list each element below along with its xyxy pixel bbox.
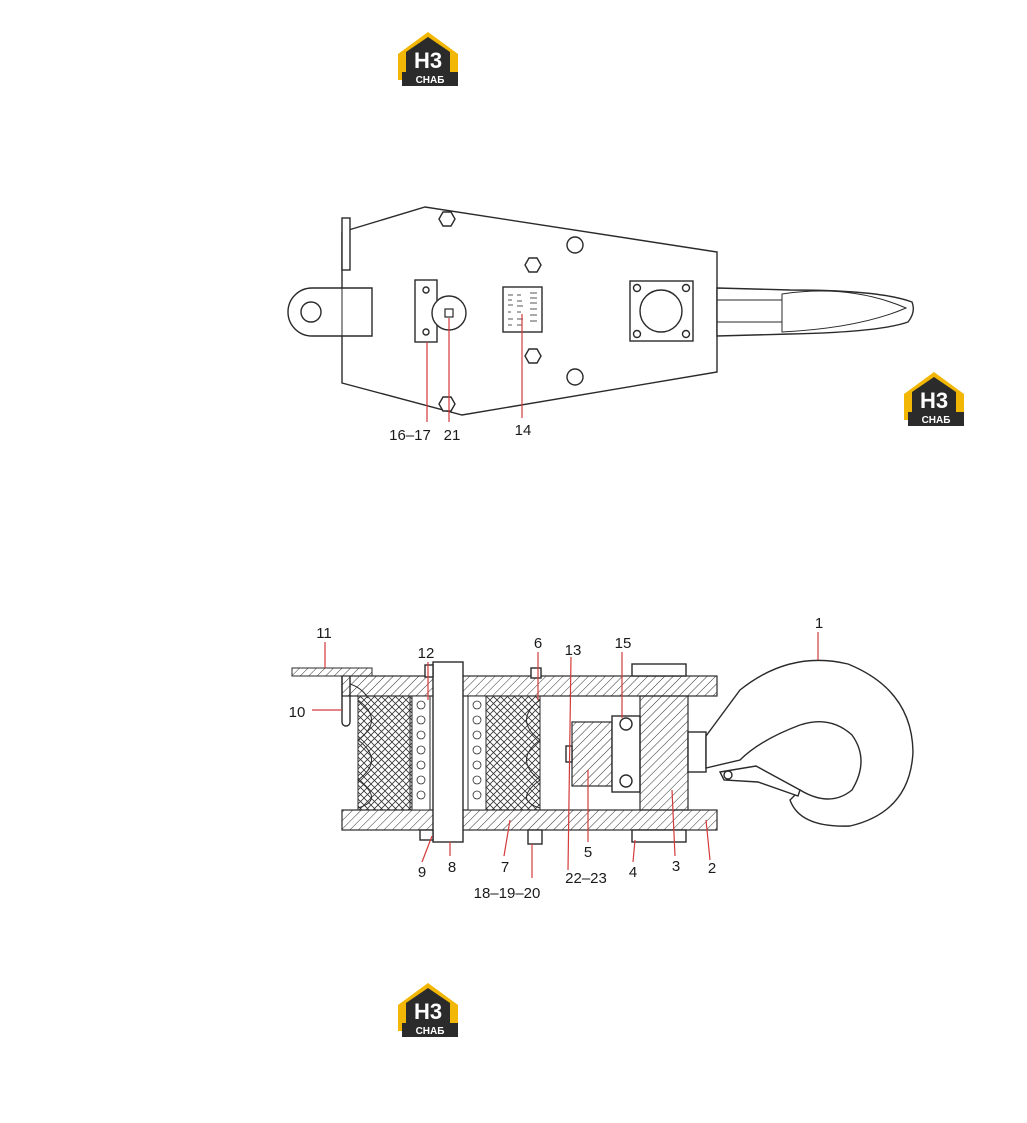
callout-7: 7 <box>501 859 509 876</box>
section-view: 11 10 12 6 13 15 1 9 8 7 18–19–20 22–23 … <box>289 615 914 902</box>
hook <box>705 659 914 827</box>
lifting-eye <box>287 287 373 337</box>
callout-12: 12 <box>418 645 435 662</box>
hook-nut <box>639 695 689 811</box>
callout-22-23: 22–23 <box>565 870 607 887</box>
bolt-6 <box>530 667 542 679</box>
hook-shank <box>716 287 915 337</box>
callout-10: 10 <box>289 704 306 721</box>
callout-1: 1 <box>815 615 823 632</box>
hex-bolts <box>438 211 542 412</box>
callout-14: 14 <box>515 422 532 439</box>
trunnion-cap-bottom <box>631 829 687 843</box>
logo-top: H3 СНАБ <box>398 32 458 86</box>
logo-caption: СНАБ <box>922 415 951 426</box>
sheave-pack-left <box>357 695 431 811</box>
callout-15: 15 <box>615 635 632 652</box>
callout-13: 13 <box>565 642 582 659</box>
sheave-axle <box>432 661 464 843</box>
callout-21: 21 <box>444 427 461 444</box>
bearing-bore <box>639 289 683 333</box>
logo-caption: СНАБ <box>416 75 445 86</box>
top-view: 16–17 21 14 <box>287 206 915 444</box>
callout-3: 3 <box>672 858 680 875</box>
plate-hole <box>566 368 584 386</box>
logo-bottom: H3 СНАБ <box>398 983 458 1037</box>
upper-side-plate <box>341 675 718 697</box>
sheave-pack-right <box>467 695 541 811</box>
logo-letters: H3 <box>414 999 442 1024</box>
callout-16-17: 16–17 <box>389 427 431 444</box>
callout-5: 5 <box>584 844 592 861</box>
callout-6: 6 <box>534 635 542 652</box>
lower-side-plate <box>341 809 718 831</box>
logo-caption: СНАБ <box>416 1026 445 1037</box>
top-tab <box>341 217 351 271</box>
plate-hole <box>566 236 584 254</box>
trunnion-cap-top <box>631 663 687 677</box>
eye-hole <box>300 301 322 323</box>
safety-latch <box>718 765 801 797</box>
logo-letters: H3 <box>920 388 948 413</box>
callout-8: 8 <box>448 859 456 876</box>
callout-11: 11 <box>316 625 332 642</box>
logo-right: H3 СНАБ <box>904 372 964 426</box>
crosshead <box>571 721 613 787</box>
bottom-nipple <box>527 829 543 845</box>
callout-18-19-20: 18–19–20 <box>474 885 541 902</box>
logo-letters: H3 <box>414 48 442 73</box>
callout-4: 4 <box>629 864 637 881</box>
callout-9: 9 <box>418 864 426 881</box>
callout-2: 2 <box>708 860 716 877</box>
top-arm <box>291 667 373 677</box>
